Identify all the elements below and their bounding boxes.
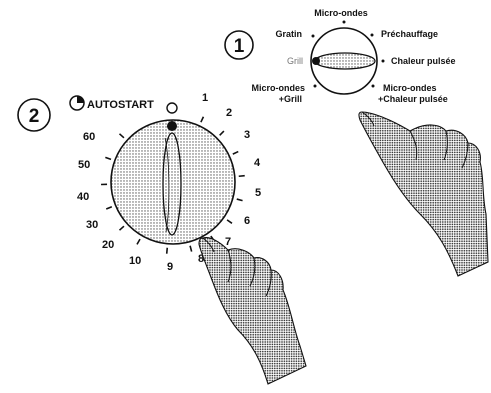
selected-dot-icon — [312, 57, 320, 65]
dial-number-40: 40 — [77, 191, 89, 203]
step2-badge-number: 2 — [29, 106, 40, 127]
dial-number-4: 4 — [254, 157, 261, 169]
dial-number-6: 6 — [244, 215, 250, 227]
dial-number-2: 2 — [226, 107, 232, 119]
timer-tick-0 — [201, 117, 204, 122]
dial-number-1: 1 — [202, 92, 208, 104]
step1-badge: 1 — [225, 31, 253, 59]
mode-knob[interactable] — [311, 28, 377, 94]
autostart-label: AUTOSTART — [87, 99, 154, 111]
hand-pointer-icon — [199, 238, 306, 384]
timer-tick-13 — [105, 157, 111, 159]
hand-pointer-icon — [359, 112, 488, 276]
timer-tick-11 — [106, 207, 112, 209]
dial-number-7: 7 — [225, 236, 231, 248]
timer-tick-1 — [220, 131, 224, 135]
step2-group: 2 AUTOSTART 1 2 3 4 5 6 7 8 9 10 20 — [18, 92, 306, 384]
timer-tick-10 — [119, 226, 123, 230]
dial-number-30: 30 — [86, 219, 98, 231]
timer-tick-4 — [237, 199, 243, 201]
mode-label-grill: Grill — [287, 56, 303, 66]
mode-label-micro-ondes: Micro-ondes — [314, 8, 368, 18]
dial-number-50: 50 — [78, 159, 90, 171]
clock-icon — [70, 96, 84, 110]
timer-tick-7 — [190, 246, 192, 252]
step1-badge-number: 1 — [234, 36, 245, 57]
timer-tick-8 — [167, 248, 168, 254]
mode-label-micro-chaleur-line2: +Chaleur pulsée — [378, 94, 448, 104]
timer-tick-5 — [227, 220, 232, 223]
dial-number-10: 10 — [129, 255, 141, 267]
step1-group: 1 Micro-ondes Gratin Préchauffage Grill … — [225, 8, 488, 276]
mode-label-prechauffage: Préchauffage — [381, 29, 438, 39]
timer-tick-3 — [239, 176, 245, 177]
mode-label-micro-chaleur-line1: Micro-ondes — [383, 83, 437, 93]
mode-label-micro-grill-line2: +Grill — [279, 94, 302, 104]
dial-number-20: 20 — [102, 239, 114, 251]
timer-tick-9 — [137, 239, 140, 244]
dial-number-60: 60 — [83, 131, 95, 143]
dial-number-5: 5 — [255, 187, 261, 199]
mode-label-gratin: Gratin — [275, 29, 302, 39]
timer-knob[interactable] — [111, 120, 235, 244]
dial-number-9: 9 — [167, 261, 173, 273]
timer-tick-14 — [119, 134, 123, 138]
start-marker — [167, 103, 177, 113]
step2-badge: 2 — [18, 99, 50, 131]
selected-dot-icon — [167, 121, 177, 131]
mode-label-chaleur-pulsee: Chaleur pulsée — [391, 56, 456, 66]
timer-tick-2 — [233, 152, 238, 155]
dial-number-3: 3 — [244, 129, 250, 141]
mode-label-micro-grill-line1: Micro-ondes — [251, 83, 305, 93]
